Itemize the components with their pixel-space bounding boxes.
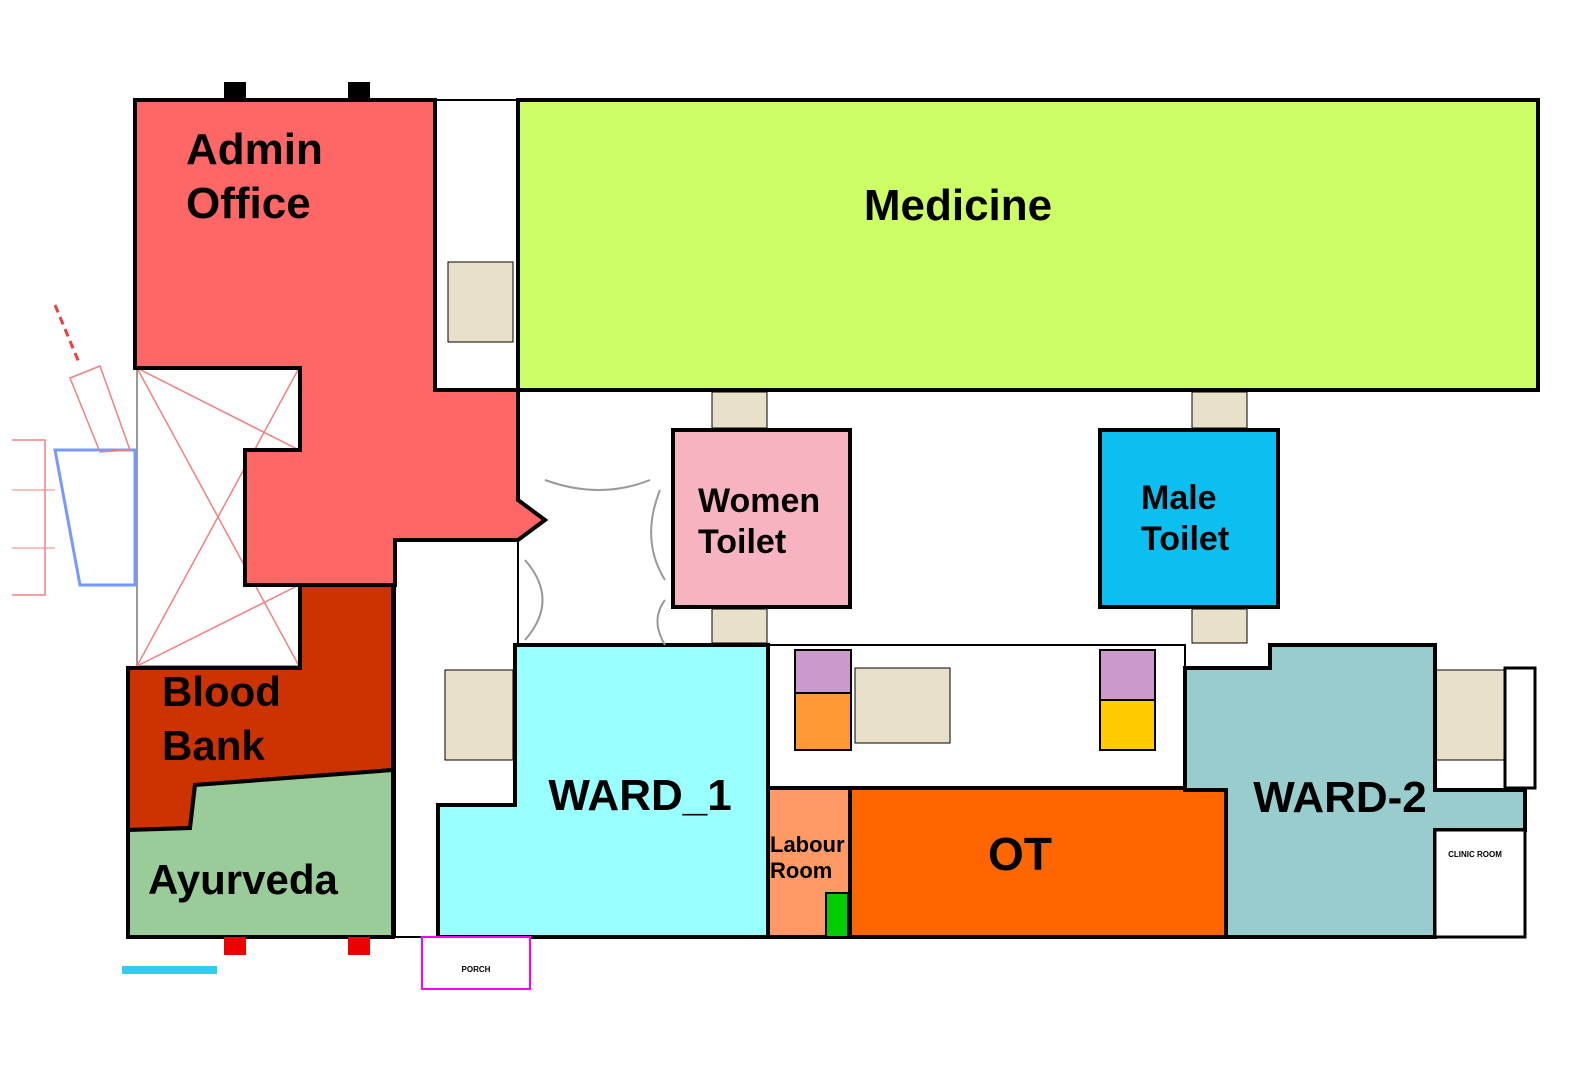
utility-room xyxy=(1099,699,1156,751)
staircase xyxy=(1191,391,1248,429)
ward-1-label: WARD_1 xyxy=(548,771,731,820)
lift xyxy=(1503,666,1537,790)
women-toilet-label-2: Toilet xyxy=(698,523,786,561)
women-toilet-label-1: Women xyxy=(698,482,820,520)
labour-room-label-2: Room xyxy=(770,858,832,883)
admin-office-label-2: Office xyxy=(186,179,311,228)
labour-room-annex xyxy=(825,892,849,938)
ward-2-label: WARD-2 xyxy=(1253,773,1427,822)
room-medicine xyxy=(516,98,1540,392)
medicine-label: Medicine xyxy=(864,181,1052,230)
ayurveda-label: Ayurveda xyxy=(148,856,339,903)
room-women-toilet xyxy=(671,428,852,609)
column xyxy=(224,82,246,100)
staircase xyxy=(1191,608,1248,644)
porch-label: PORCH xyxy=(462,965,491,974)
utility-room xyxy=(1099,649,1156,701)
clinic-room-label: CLINIC ROOM xyxy=(1448,850,1502,859)
staircase xyxy=(711,608,768,644)
male-toilet-label-1: Male xyxy=(1141,479,1217,517)
utility-room xyxy=(794,649,852,694)
staircase xyxy=(711,391,768,429)
room-male-toilet xyxy=(1098,428,1280,609)
male-toilet-label-2: Toilet xyxy=(1141,520,1229,558)
room-ayurveda xyxy=(126,767,395,939)
staircase xyxy=(1434,669,1506,761)
room-ot xyxy=(848,786,1228,939)
column xyxy=(348,937,370,955)
admin-office-label-1: Admin xyxy=(186,125,323,174)
room-admin-office xyxy=(133,98,549,587)
door-swings xyxy=(524,479,666,646)
room-clinic xyxy=(1433,828,1527,939)
drawing-title-mark xyxy=(122,966,217,974)
labour-room-label-1: Labour xyxy=(770,832,845,857)
utility-room xyxy=(794,692,852,751)
staircase xyxy=(444,669,514,761)
column xyxy=(348,82,370,100)
blood-bank-label-2: Bank xyxy=(162,722,265,769)
porch xyxy=(421,936,531,990)
column xyxy=(224,937,246,955)
staircase xyxy=(447,261,514,343)
blood-bank-label-1: Blood xyxy=(162,668,281,715)
stair-core-north xyxy=(434,99,519,391)
ot-label: OT xyxy=(988,828,1052,880)
staircase xyxy=(854,667,951,744)
